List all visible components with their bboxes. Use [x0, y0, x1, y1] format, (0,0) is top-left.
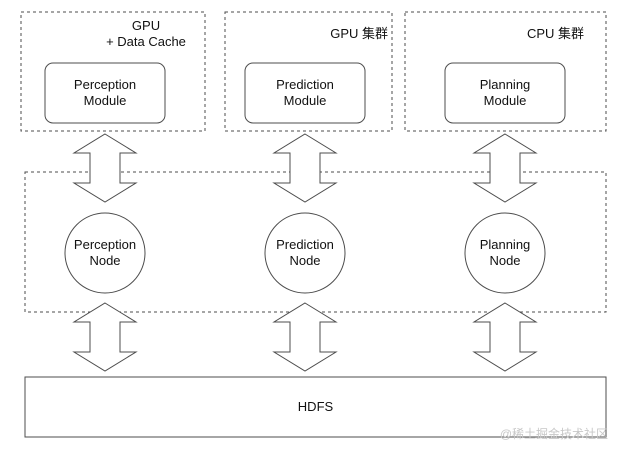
node-label-line2: Node — [489, 253, 521, 268]
prediction-node-label: Prediction Node — [265, 237, 345, 269]
cluster-label-gpu-data-cache: GPU + Data Cache — [98, 18, 194, 50]
double-arrow-prediction-top — [272, 133, 338, 203]
watermark: @稀土掘金技术社区 — [499, 427, 608, 441]
hdfs-label: HDFS — [297, 399, 334, 414]
double-arrow-perception-bottom — [72, 302, 138, 372]
cluster-label-cpu: CPU 集群 — [508, 26, 584, 42]
node-label-line2: Node — [89, 253, 121, 268]
cluster-label-gpu: GPU 集群 — [316, 26, 388, 42]
perception-node-circle — [64, 212, 146, 294]
cluster-box-cpu — [404, 11, 607, 132]
prediction-module-box — [244, 62, 366, 124]
cluster-box-gpu-data-cache — [20, 11, 206, 132]
planning-module-label: Planning Module — [445, 77, 565, 109]
double-arrow-perception-top — [72, 133, 138, 203]
prediction-node-circle — [264, 212, 346, 294]
node-label-line1: Prediction — [276, 237, 334, 252]
planning-module-box — [444, 62, 566, 124]
double-arrow-planning-top — [472, 133, 538, 203]
cluster-label-line1: GPU — [131, 18, 161, 33]
double-arrow-planning-bottom — [472, 302, 538, 372]
module-label-line1: Prediction — [276, 77, 334, 92]
perception-node-label: Perception Node — [65, 237, 145, 269]
cluster-label-line2: + Data Cache — [106, 34, 186, 49]
module-label-line2: Module — [83, 93, 127, 108]
node-label-line1: Perception — [73, 237, 137, 252]
cluster-label-line1: GPU 集群 — [330, 26, 388, 41]
cluster-label-line1: CPU 集群 — [526, 26, 584, 41]
hdfs-box — [24, 376, 607, 438]
module-label-line1: Planning — [479, 77, 531, 92]
node-label-line1: Planning — [479, 237, 531, 252]
planning-node-label: Planning Node — [465, 237, 545, 269]
perception-module-box — [44, 62, 166, 124]
module-label-line2: Module — [483, 93, 527, 108]
planning-node-circle — [464, 212, 546, 294]
double-arrow-prediction-bottom — [272, 302, 338, 372]
prediction-module-label: Prediction Module — [245, 77, 365, 109]
perception-module-label: Perception Module — [45, 77, 165, 109]
module-label-line2: Module — [283, 93, 327, 108]
node-label-line2: Node — [289, 253, 321, 268]
module-label-line1: Perception — [73, 77, 137, 92]
cluster-box-gpu — [224, 11, 393, 132]
